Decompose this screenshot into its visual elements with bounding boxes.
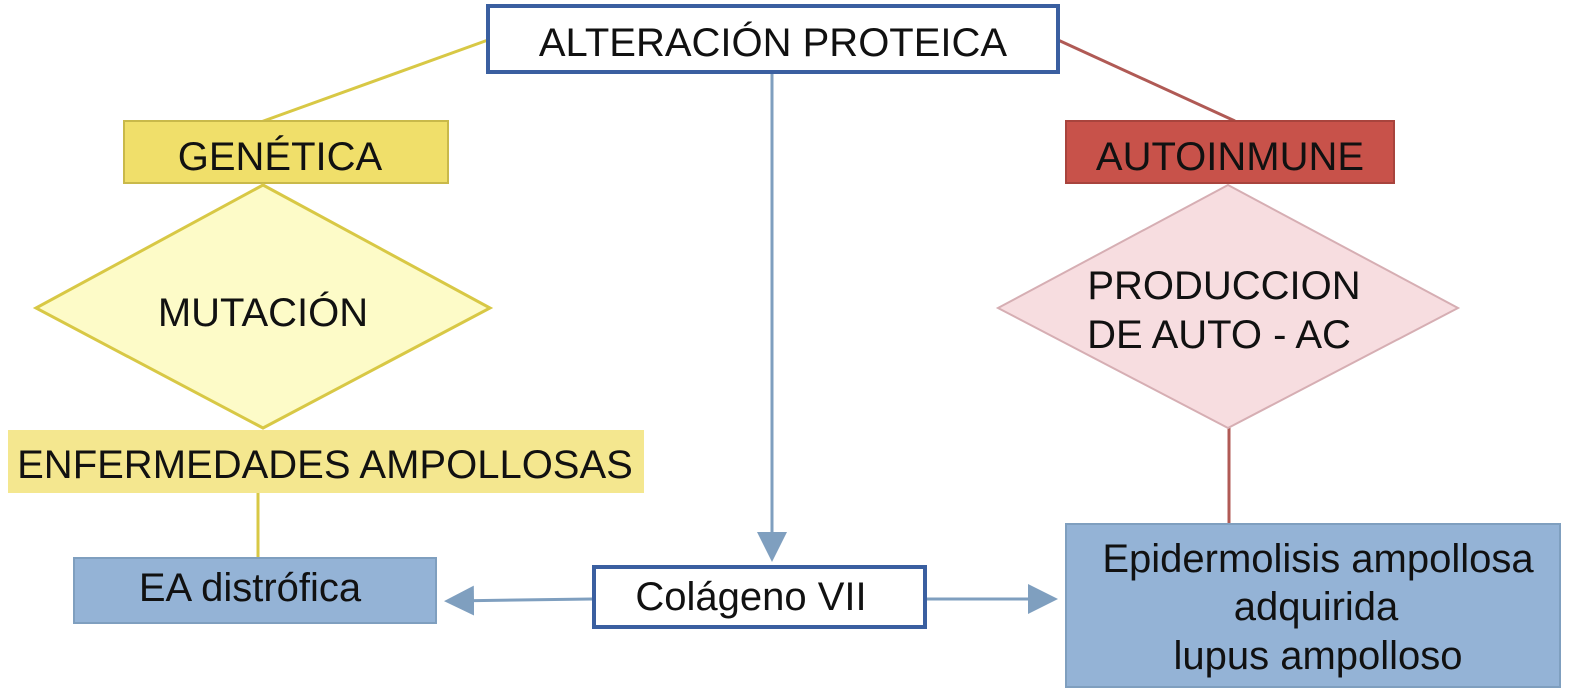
arrow-collagen-dystrophic [444,585,593,616]
collagen-box [592,565,927,629]
root-box [486,4,1060,74]
production-diamond [995,183,1461,430]
acquired-label-line1: Epidermolisis ampollosa [1102,537,1534,581]
genetic-box [123,120,449,184]
collagen-label: Colágeno VII [635,575,866,619]
production-label-line1: PRODUCCION [1087,264,1360,308]
genetic-label: GENÉTICA [178,134,383,179]
autoimmune-box [1065,120,1395,184]
root-label: ALTERACIÓN PROTEICA [539,20,1008,65]
mutation-diamond [32,183,494,430]
connector-root-genetic [257,38,489,125]
dystrophic-label: EA distrófica [139,566,362,610]
acquired-label-line3: lupus ampolloso [1173,634,1462,678]
connector-root-autoimmune [1057,38,1236,123]
production-label-line2: DE AUTO - AC [1087,313,1351,357]
acquired-label-line2: adquirida [1234,585,1399,629]
blistering-band [8,430,644,493]
blistering-label: ENFERMEDADES AMPOLLOSAS [17,443,633,487]
autoimmune-label: AUTOINMUNE [1096,135,1364,179]
mutation-label: MUTACIÓN [158,290,368,335]
acquired-box [1065,523,1561,688]
dystrophic-box [73,557,437,624]
